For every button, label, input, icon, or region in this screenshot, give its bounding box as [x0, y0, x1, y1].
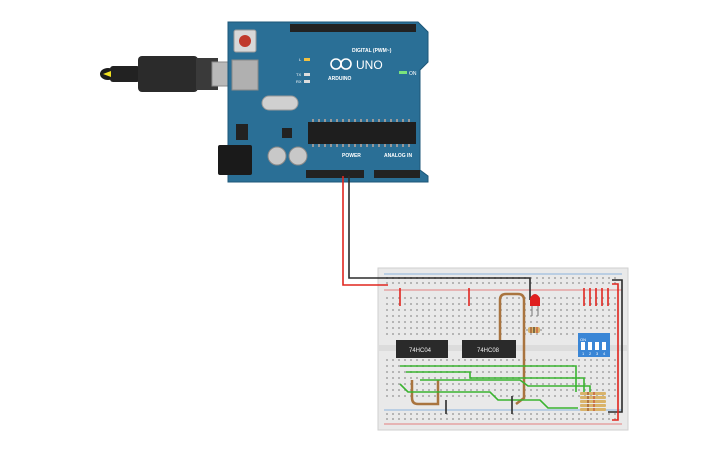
rx-led — [304, 80, 310, 83]
chip-74hc04[interactable]: 74HC04 — [396, 340, 448, 358]
dip-switch-number-2: 2 — [589, 351, 592, 356]
resistor-array[interactable] — [580, 392, 606, 411]
atmega-chip — [308, 119, 416, 147]
power-jack — [218, 145, 252, 175]
red-led[interactable] — [530, 294, 540, 316]
crystal-oscillator — [261, 95, 299, 111]
dip-switch-number-4: 4 — [603, 351, 606, 356]
power-header-label: POWER — [342, 153, 361, 159]
digital-header[interactable] — [290, 24, 416, 32]
wire-brown-bottom[interactable] — [410, 380, 440, 406]
analog-header[interactable] — [374, 170, 420, 178]
chip-74hc08-label: 74HC08 — [477, 348, 500, 354]
dip-switch-on-label: ON — [580, 337, 586, 342]
dip-switch-number-3: 3 — [596, 351, 599, 356]
wire-black-gnd[interactable] — [348, 176, 531, 300]
chip-74hc08[interactable]: 74HC08 — [462, 340, 516, 358]
rx-led-label: RX — [296, 79, 302, 84]
dip-switch[interactable]: ON 1 2 3 4 — [578, 333, 610, 357]
dip-switch-number-1: 1 — [582, 351, 585, 356]
tx-led — [304, 73, 310, 76]
l-led — [304, 58, 310, 61]
wire-red-right-rail[interactable] — [612, 283, 619, 421]
arduino-logo — [330, 58, 352, 70]
arduino-model-label: UNO — [356, 58, 383, 72]
chip-74hc04-label: 74HC04 — [409, 348, 432, 354]
arduino-uno-board[interactable]: DIGITAL (PWM~) ARDUINO UNO L TX RX ON PO… — [218, 21, 429, 183]
wire-brown-loop[interactable] — [498, 292, 526, 405]
arduino-brand-label: ARDUINO — [328, 76, 351, 82]
breadboard-holes[interactable] — [386, 277, 616, 420]
capacitor-2 — [288, 146, 308, 166]
capacitor-1 — [267, 146, 287, 166]
wire-red-5v[interactable] — [342, 176, 388, 286]
on-led-label: ON — [409, 71, 417, 77]
digital-header-label: DIGITAL (PWM~) — [352, 48, 392, 54]
tx-led-label: TX — [296, 72, 301, 77]
usb-socket — [231, 59, 259, 91]
power-header[interactable] — [306, 170, 364, 178]
wire-red-jumpers[interactable] — [399, 288, 609, 306]
wire-black-bottom[interactable] — [445, 396, 513, 414]
l-led-label: L — [299, 57, 302, 62]
usb-cable[interactable] — [100, 56, 253, 92]
on-led — [399, 71, 407, 74]
reset-button[interactable] — [233, 29, 257, 53]
wire-black-right-rail[interactable] — [608, 279, 623, 413]
analog-header-label: ANALOG IN — [384, 153, 412, 159]
wire-green-signals[interactable] — [399, 365, 591, 409]
resistor-led[interactable] — [526, 327, 542, 333]
